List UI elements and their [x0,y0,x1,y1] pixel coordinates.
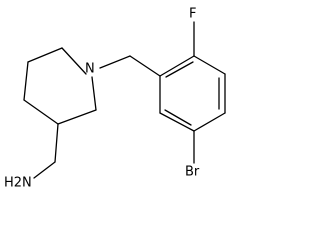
benzene-ring [159,55,226,132]
bond-ch2-nh2 [33,161,56,179]
atom-label-nitrogen: N [85,62,95,77]
atom-label-fluorine: F [189,7,196,22]
double-bond-inner-3 [164,109,192,126]
bond-b1-b2 [159,55,195,77]
bond-b4-b5 [193,112,226,132]
bond-c5-ch2 [54,123,59,163]
bond-c5-c6 [57,109,97,125]
bond-c3-c4 [23,61,29,101]
atom-label-bromine: Br [185,165,200,180]
piperidine-ring [23,47,97,125]
double-bond-inner-1 [165,61,194,78]
structure-diagram: N F Br H2N [4,7,226,191]
bond-n-benzyl-ch2 [99,55,131,69]
bond-b5-b6 [159,112,195,132]
bond-c4-c5 [23,99,59,125]
bond-n-c2 [61,47,87,75]
bond-ch2-ring [129,55,161,77]
bond-b2-b3 [193,55,226,75]
atom-label-amine: H2N [4,176,32,191]
bond-c6-n [91,76,97,111]
aminomethyl-group [33,123,59,179]
bond-c2-c3 [27,47,63,63]
